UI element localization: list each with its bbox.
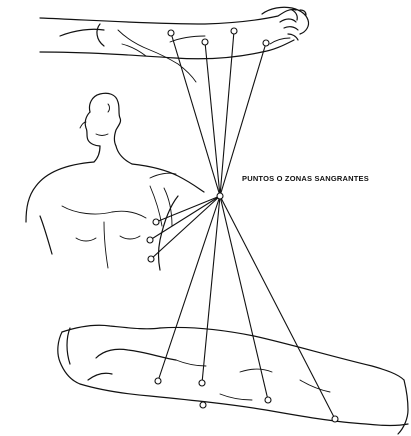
leg-point (155, 378, 161, 384)
leg-illustration (58, 325, 408, 434)
torso-point (148, 256, 154, 262)
torso-point (153, 219, 159, 225)
arm-point (263, 40, 269, 46)
torso-illustration (26, 93, 204, 270)
leg-point (199, 380, 205, 386)
leg-point (200, 402, 206, 408)
arm-point (168, 30, 174, 36)
torso-point (147, 237, 153, 243)
bleeding-points-label: PUNTOS O ZONAS SANGRANTES (242, 174, 369, 183)
central-point (217, 193, 223, 199)
bleeding-points (147, 28, 338, 422)
leg-point (265, 397, 271, 403)
arm-point (202, 39, 208, 45)
leg-point (332, 416, 338, 422)
arm-point (231, 28, 237, 34)
